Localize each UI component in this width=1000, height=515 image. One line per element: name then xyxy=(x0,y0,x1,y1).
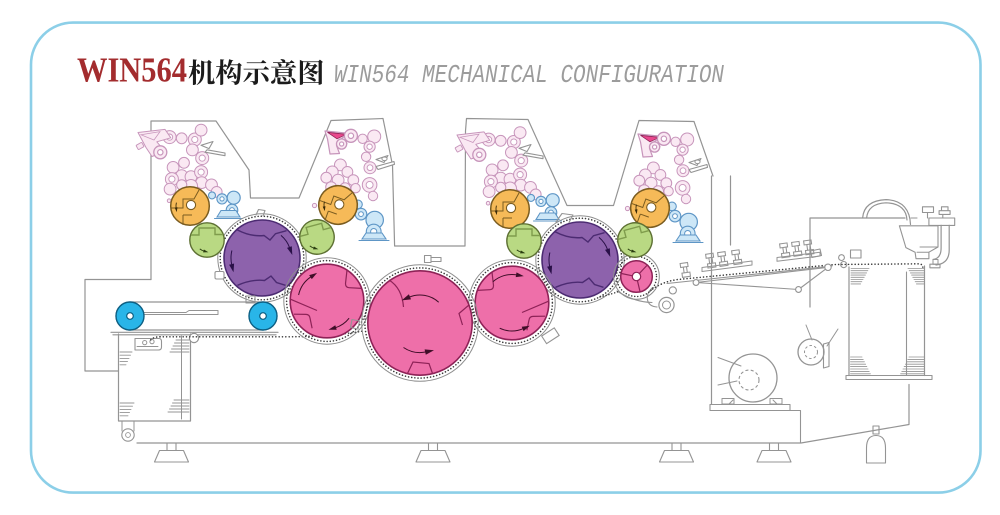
svg-text:WIN564: WIN564 xyxy=(77,51,187,90)
svg-text:WIN564 MECHANICAL CONFIGURATIO: WIN564 MECHANICAL CONFIGURATION xyxy=(334,60,724,90)
